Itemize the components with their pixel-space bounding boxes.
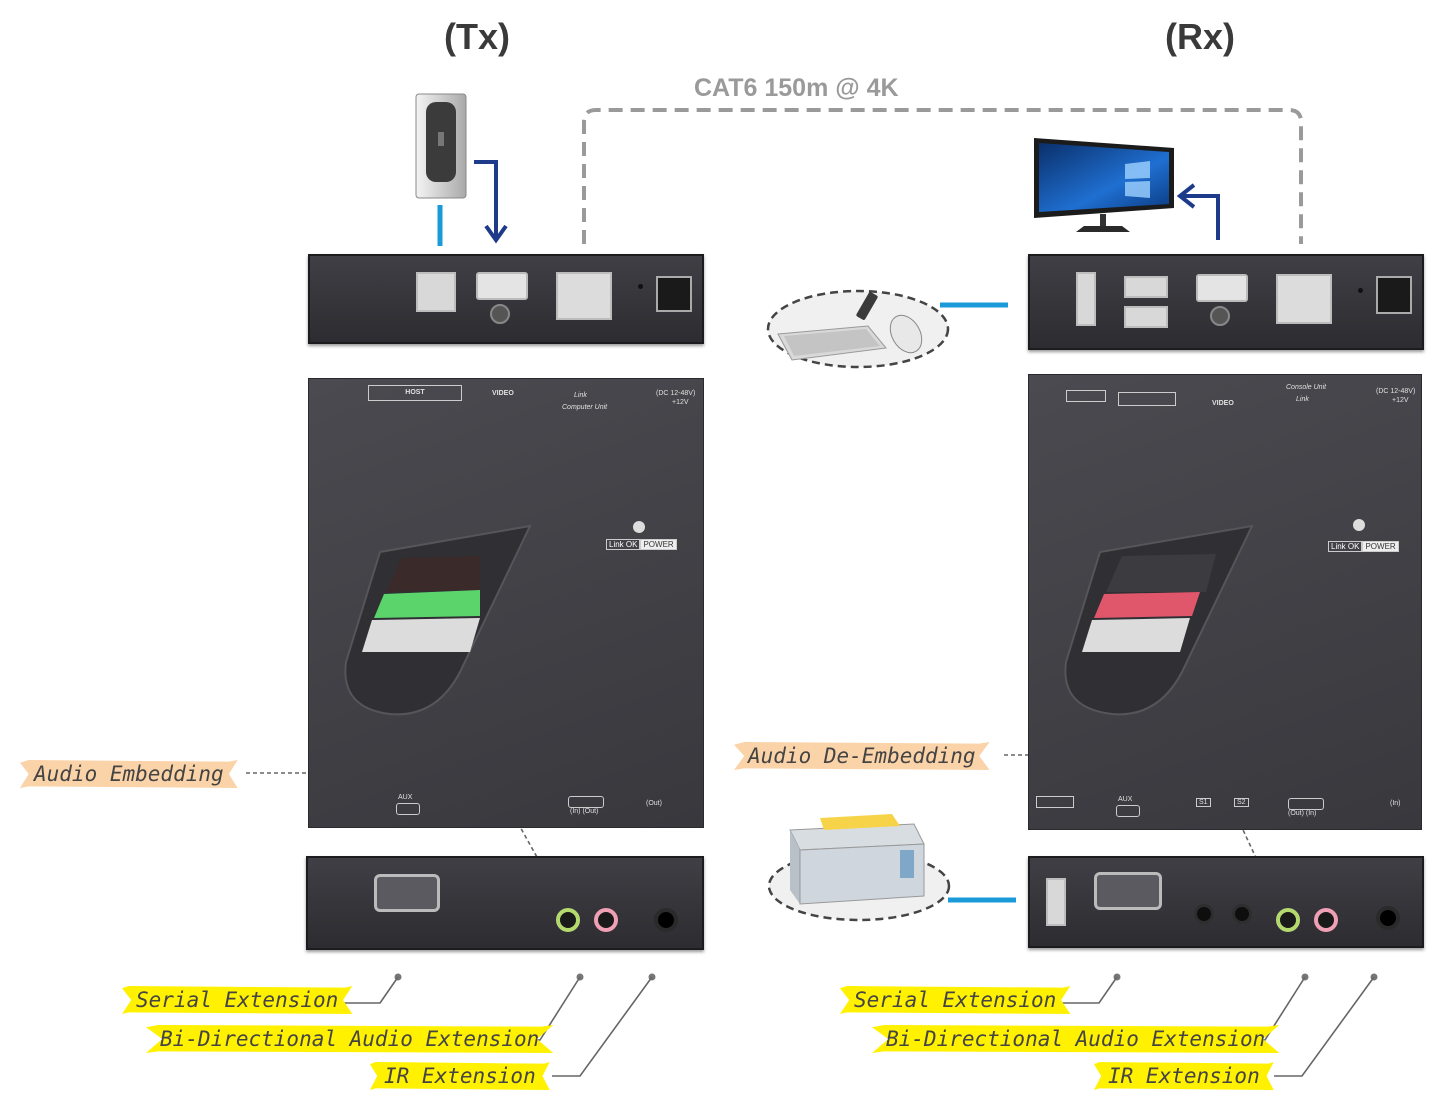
tx-unit-label: Computer Unit: [562, 404, 608, 411]
mouse-icon: [889, 314, 923, 354]
tx-audio-green-jack: [556, 908, 580, 932]
rx-ir-label: (In): [1390, 800, 1401, 807]
tx-audio-embedding-tag: Audio Embedding: [20, 760, 238, 788]
rx-usb-a-port-1: [1124, 276, 1168, 298]
tx-dc-jack: [656, 276, 692, 312]
cat6-cable: [582, 108, 1303, 244]
tx-db9-port: [374, 874, 440, 912]
rx-audio-green-jack: [1276, 908, 1300, 932]
rx-dc-jack: [1376, 276, 1412, 314]
tx-ir-jack: [654, 908, 678, 932]
rx-usb-icon-1: [1066, 390, 1106, 402]
tx-ir-label: (Out): [646, 800, 662, 807]
tx-reset-hole: [638, 284, 643, 289]
usb-dongle-icon: [856, 292, 878, 320]
rx-s1-label: S1: [1196, 798, 1211, 807]
rx-front-panel: [1028, 856, 1424, 948]
tx-aux-label: AUX: [398, 794, 413, 801]
rx-audio-pink-jack: [1314, 908, 1338, 932]
rx-unit-label: Console Unit: [1286, 384, 1327, 391]
cable-label: CAT6 150m @ 4K: [694, 74, 899, 102]
tx-front-panel: [306, 856, 704, 950]
rx-rj45-port: [1276, 274, 1332, 324]
rx-ir-jack: [1376, 906, 1400, 930]
tx-led-labels: Link OK POWER: [606, 539, 677, 550]
tx-led: [633, 521, 645, 533]
rx-link-ok-label: Link OK: [1328, 541, 1363, 552]
rx-audio-deembedding-tag: Audio De-Embedding: [734, 742, 990, 770]
rx-usb-a-front-port: [1046, 878, 1066, 926]
tx-host-label: HOST: [405, 389, 425, 396]
tx-aux-icon: [396, 803, 420, 815]
tx-hdmi-arrow: [474, 160, 498, 238]
rx-volt-label: +12V: [1392, 397, 1409, 404]
tx-heading: (Tx): [444, 16, 510, 57]
rx-usb-icon-bottom: [1036, 796, 1074, 808]
printer-group: [767, 814, 951, 922]
tx-volt-label: +12V: [672, 399, 689, 406]
tx-usb-b-port: [416, 272, 456, 312]
printer-icon: [789, 814, 925, 905]
tx-audio-icon: [568, 796, 604, 808]
tx-host-label-box: HOST: [368, 385, 462, 401]
rx-audio-io-label: (Out) (In): [1288, 810, 1317, 817]
rx-usb-a-port-vertical: [1076, 272, 1096, 326]
tx-video-label: VIDEO: [492, 390, 514, 397]
rx-power-label: POWER: [1362, 541, 1399, 552]
rx-hdmi-port: [1196, 274, 1248, 302]
tx-hdmi-port: [476, 272, 528, 300]
tx-link-label: Link: [574, 392, 587, 399]
pc-tower-icon: [415, 93, 467, 199]
rx-led-labels: Link OK POWER: [1328, 541, 1399, 552]
tx-link-ok-label: Link OK: [606, 539, 641, 550]
tx-dc-label: (DC 12-48V): [656, 390, 696, 397]
rx-heading: (Rx): [1165, 16, 1235, 57]
rx-screw-icon: [1210, 306, 1230, 326]
rx-reset-hole: [1358, 288, 1363, 293]
keyboard-icon: [777, 325, 887, 361]
rx-ir-extension-tag: IR Extension: [1094, 1062, 1274, 1090]
rx-db9-port: [1094, 872, 1162, 910]
tx-serial-extension-tag: Serial Extension: [122, 986, 353, 1014]
rx-led: [1353, 519, 1365, 531]
tx-rj45-port: [556, 272, 612, 320]
rx-aux-label: AUX: [1118, 796, 1133, 803]
rx-audio-icon: [1288, 798, 1324, 810]
tx-audio-pink-jack: [594, 908, 618, 932]
rx-s2-jack: [1232, 904, 1252, 924]
rx-dc-label: (DC 12-48V): [1376, 388, 1416, 395]
rx-aux-icon: [1116, 805, 1140, 817]
rx-s2-label: S2: [1234, 798, 1249, 807]
rx-hdmi-arrow: [1182, 194, 1220, 240]
tx-ir-extension-tag: IR Extension: [370, 1062, 550, 1090]
rx-logo-badge: [1064, 524, 1254, 716]
keyboard-mouse-group: [766, 289, 950, 369]
rx-usb-icon-2: [1118, 392, 1176, 406]
tx-screw-icon: [490, 304, 510, 324]
rx-video-label: VIDEO: [1212, 400, 1234, 407]
rx-s1-jack: [1194, 904, 1214, 924]
tx-power-label: POWER: [640, 539, 677, 550]
rx-link-label: Link: [1296, 396, 1309, 403]
rx-usb-a-port-2: [1124, 306, 1168, 328]
tx-audio-io-label: (In) (Out): [570, 808, 599, 815]
tx-audio-extension-tag: Bi-Directional Audio Extension: [146, 1025, 554, 1053]
monitor-icon: [1034, 138, 1174, 232]
rx-audio-extension-tag: Bi-Directional Audio Extension: [872, 1025, 1280, 1053]
tx-logo-badge: [344, 524, 532, 716]
rx-serial-extension-tag: Serial Extension: [840, 986, 1071, 1014]
